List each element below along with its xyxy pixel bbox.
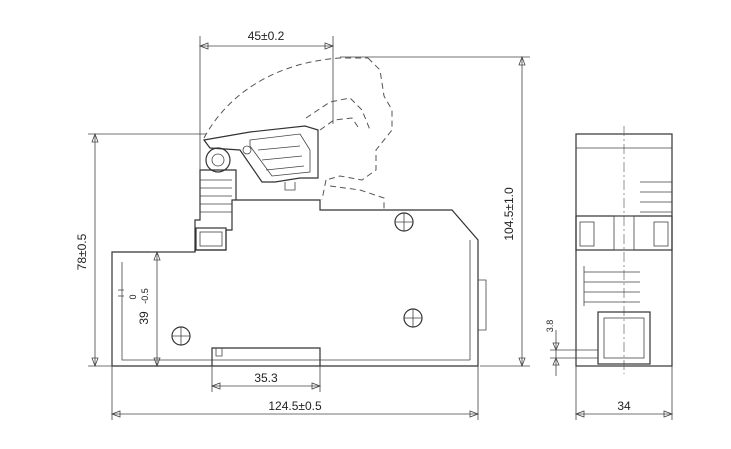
screw-right-upper bbox=[394, 212, 414, 232]
lever-open-outline bbox=[203, 57, 393, 210]
screw-left bbox=[171, 326, 191, 346]
rail-notch bbox=[211, 347, 321, 366]
dim-rail-offset: 35.3 bbox=[254, 371, 278, 385]
dim-lever-width: 45±0.2 bbox=[248, 29, 285, 43]
lever-neck bbox=[194, 169, 237, 252]
dim-total-height: 104.5±1.0 bbox=[502, 187, 516, 241]
lever-handle-closed bbox=[202, 125, 319, 183]
dim-side-width: 34 bbox=[617, 399, 631, 413]
dim-mount-tol-upper: 0 bbox=[128, 294, 138, 299]
dim-body-height: 78±0.5 bbox=[75, 233, 89, 270]
dimension-lines bbox=[88, 36, 530, 420]
side-view bbox=[575, 126, 673, 374]
dim-mount-height: 39 bbox=[137, 311, 151, 325]
side-dimension-lines bbox=[550, 330, 674, 420]
clip-box bbox=[597, 311, 651, 365]
dim-clip-height: 3.8 bbox=[545, 320, 555, 333]
pivot-circle bbox=[205, 147, 231, 173]
dim-mount-tol-lower: -0.5 bbox=[140, 288, 150, 304]
housing-outline bbox=[111, 199, 479, 367]
screw-right-lower bbox=[403, 308, 423, 328]
front-view bbox=[111, 57, 487, 367]
dim-overall-length: 124.5±0.5 bbox=[268, 399, 322, 413]
